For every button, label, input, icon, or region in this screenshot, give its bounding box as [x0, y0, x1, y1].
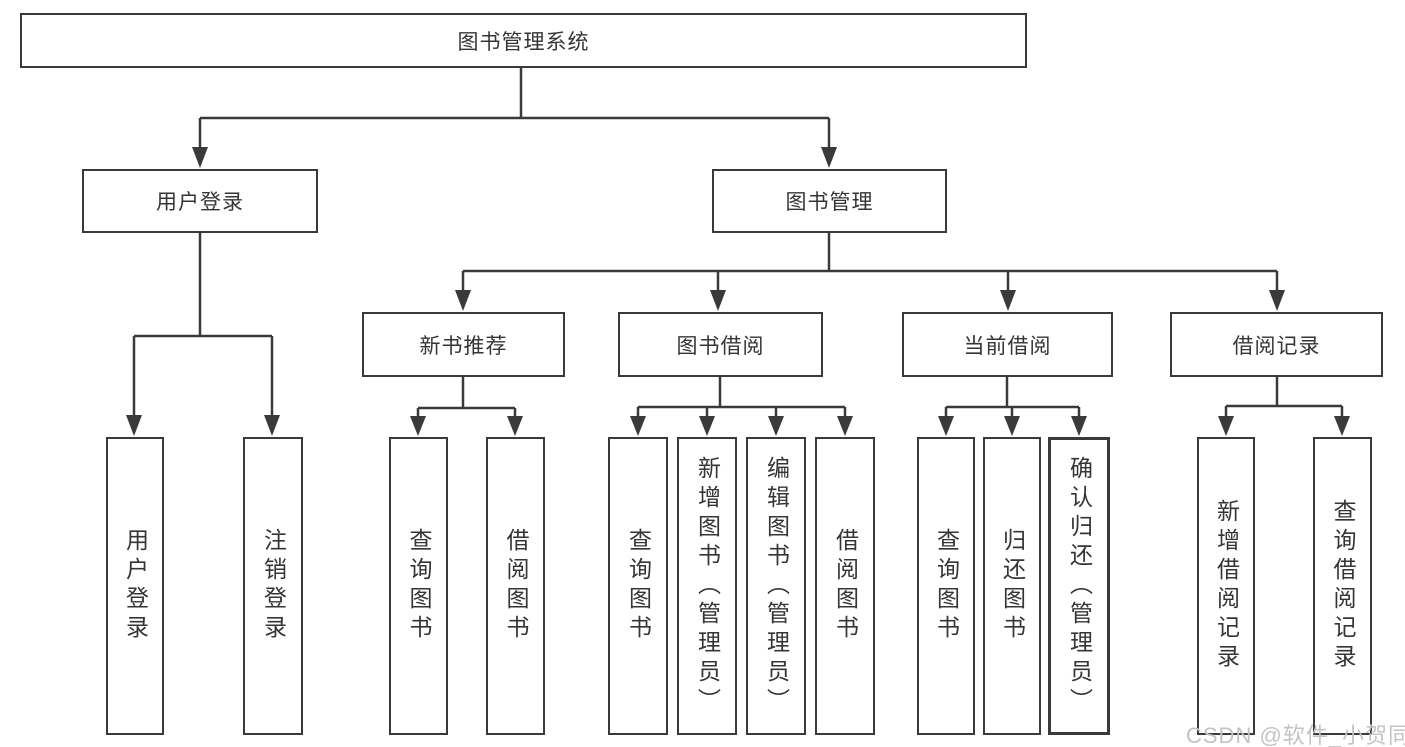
- leaf-borrow-books-2: 借阅图书: [815, 437, 875, 735]
- leaf-query-borrow-record: 查询借阅记录: [1313, 437, 1372, 735]
- arrowhead-icon: [938, 416, 954, 436]
- leaf-label: 借阅图书: [832, 528, 859, 644]
- leaf-label: 查询图书: [625, 528, 652, 644]
- node-borrow-records-label: 借阅记录: [1232, 334, 1321, 358]
- leaf-user-login: 用户登录: [106, 437, 164, 735]
- leaf-label: 编辑图书（管理员）: [763, 455, 790, 717]
- node-root: 图书管理系统: [20, 13, 1027, 68]
- leaf-borrow-books-1: 借阅图书: [486, 437, 545, 735]
- node-new-book-rec-label: 新书推荐: [419, 334, 508, 358]
- node-book-mgmt-label: 图书管理: [785, 191, 874, 214]
- node-book-borrow: 图书借阅: [618, 312, 823, 377]
- leaf-add-borrow-record: 新增借阅记录: [1197, 437, 1255, 735]
- node-current-borrow: 当前借阅: [902, 312, 1113, 377]
- arrowhead-icon: [1269, 290, 1285, 311]
- leaf-query-books-2: 查询图书: [608, 437, 668, 735]
- node-book-borrow-label: 图书借阅: [676, 334, 765, 358]
- leaf-label: 借阅图书: [503, 528, 529, 644]
- node-new-book-rec: 新书推荐: [362, 312, 565, 377]
- arrowhead-icon: [410, 416, 426, 436]
- arrowhead-icon: [455, 290, 471, 311]
- leaf-return-books: 归还图书: [983, 437, 1041, 735]
- leaf-label: 查询图书: [406, 528, 432, 644]
- arrowhead-icon: [264, 415, 280, 436]
- leaf-edit-books-admin: 编辑图书（管理员）: [746, 437, 806, 735]
- leaf-label: 新增图书（管理员）: [694, 455, 721, 717]
- node-borrow-records: 借阅记录: [1170, 312, 1383, 377]
- arrowhead-icon: [507, 416, 523, 436]
- leaf-query-books-3: 查询图书: [917, 437, 975, 735]
- arrowhead-icon: [1334, 416, 1350, 436]
- arrowhead-icon: [699, 416, 715, 436]
- csdn-watermark: CSDN @软件_小贺同学: [1186, 723, 1405, 747]
- arrowhead-icon: [837, 416, 853, 436]
- arrowhead-icon: [1218, 416, 1234, 436]
- arrowhead-icon: [630, 416, 646, 436]
- node-current-borrow-label: 当前借阅: [963, 334, 1052, 358]
- arrowhead-icon: [710, 290, 726, 311]
- arrowhead-icon: [821, 147, 837, 168]
- arrowheads: [126, 147, 1350, 436]
- leaf-label: 新增借阅记录: [1213, 499, 1240, 673]
- leaf-logout: 注销登录: [243, 437, 303, 735]
- leaf-confirm-return-admin: 确认归还（管理员）: [1048, 437, 1110, 735]
- leaf-label: 归还图书: [999, 528, 1026, 644]
- leaf-query-books-1: 查询图书: [389, 437, 448, 735]
- node-user-login-label: 用户登录: [156, 191, 244, 214]
- arrowhead-icon: [126, 415, 142, 436]
- node-root-label: 图书管理系统: [457, 30, 590, 54]
- node-user-login: 用户登录: [82, 169, 318, 233]
- leaf-label: 查询借阅记录: [1330, 499, 1356, 673]
- leaf-add-books-admin: 新增图书（管理员）: [677, 437, 737, 735]
- arrowhead-icon: [192, 147, 208, 168]
- node-book-mgmt: 图书管理: [712, 169, 947, 233]
- arrowhead-icon: [1004, 416, 1020, 436]
- leaf-label: 确认归还（管理员）: [1066, 455, 1093, 717]
- leaf-label: 注销登录: [260, 528, 287, 644]
- arrowhead-icon: [768, 416, 784, 436]
- arrowhead-icon: [1071, 416, 1087, 436]
- leaf-label: 查询图书: [933, 528, 960, 644]
- arrowhead-icon: [1000, 290, 1016, 311]
- leaf-label: 用户登录: [122, 528, 149, 644]
